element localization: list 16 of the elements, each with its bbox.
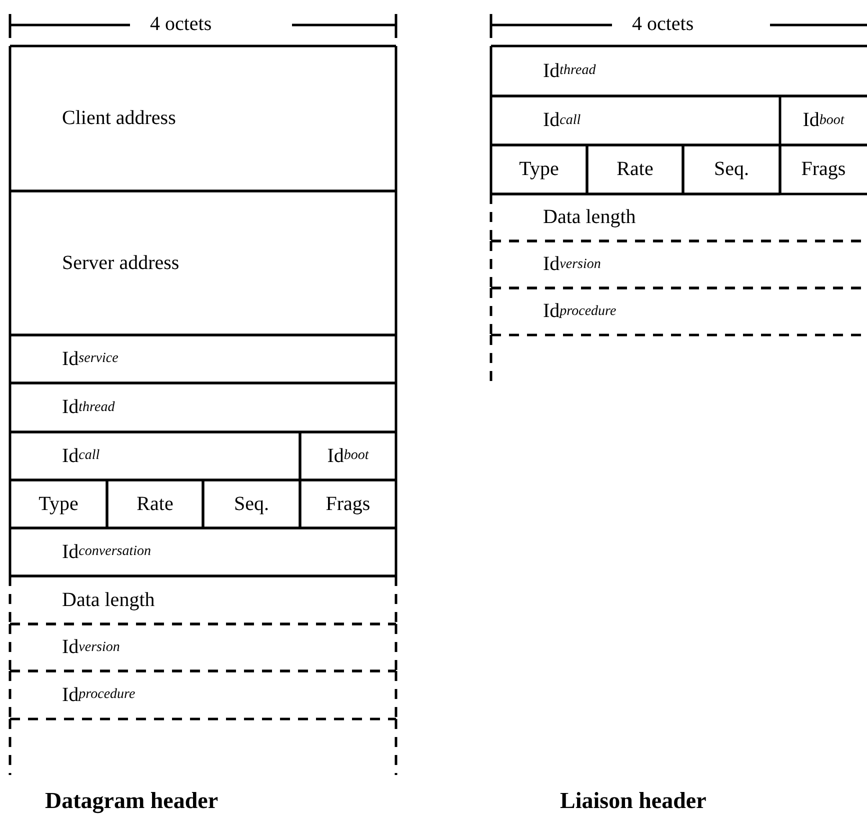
header-field: Frags	[300, 480, 396, 528]
header-field: Rate	[107, 480, 203, 528]
header-field: Client address	[10, 46, 396, 191]
header-field: Server address	[10, 191, 396, 335]
header-field: Frags	[780, 145, 867, 194]
header-field: Data length	[10, 576, 396, 624]
header-field: Data length	[491, 194, 867, 241]
header-caption: Datagram header	[45, 788, 218, 814]
header-field: Type	[491, 145, 587, 194]
header-field: Seq.	[203, 480, 300, 528]
header-caption: Liaison header	[560, 788, 706, 814]
header-field: Rate	[587, 145, 683, 194]
header-field: Seq.	[683, 145, 780, 194]
dimension-label: 4 octets	[632, 13, 694, 36]
dimension-label: 4 octets	[150, 13, 212, 36]
header-field: Type	[10, 480, 107, 528]
